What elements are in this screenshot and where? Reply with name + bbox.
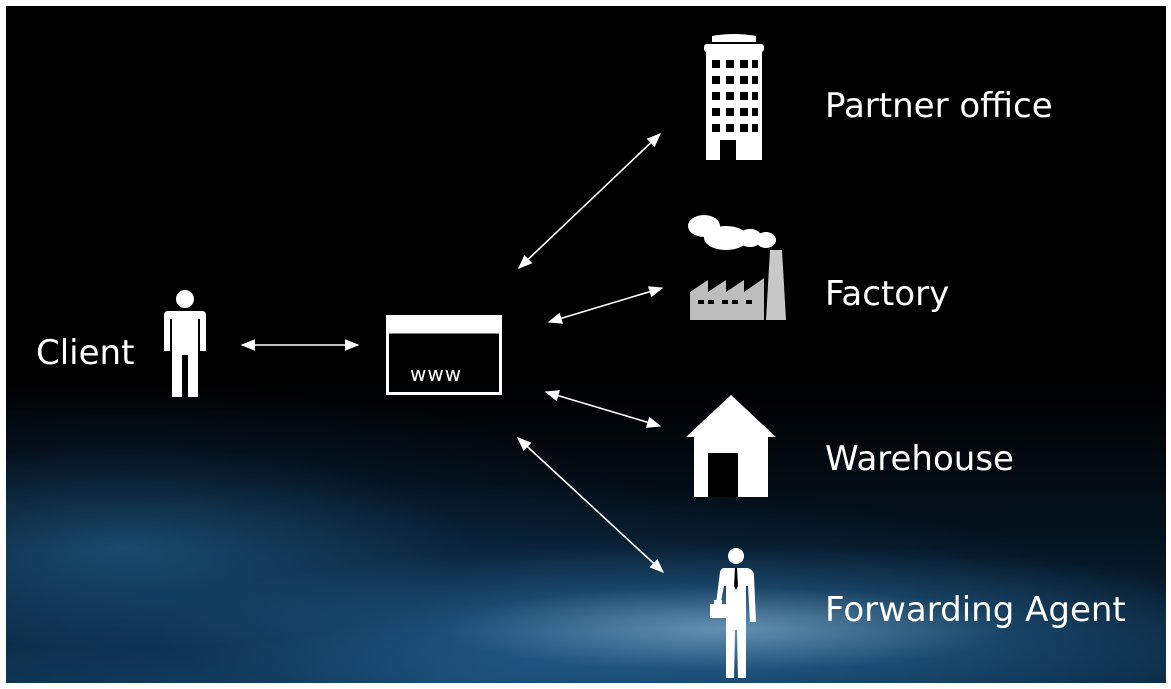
businessman-icon	[710, 548, 756, 678]
connection-arrows	[240, 133, 665, 573]
warehouse-label: Warehouse	[825, 439, 1014, 479]
office-building-icon	[704, 34, 764, 160]
arrow-website-forwarding-agent	[516, 437, 665, 573]
factory-icon	[688, 215, 786, 320]
website-label: www	[410, 362, 463, 386]
factory-label: Factory	[825, 274, 950, 314]
arrow-website-factory	[547, 286, 664, 324]
arrow-website-warehouse	[544, 390, 662, 428]
browser-window-icon	[386, 315, 502, 395]
arrow-website-partner-office	[517, 133, 662, 269]
partner-office-label: Partner office	[825, 86, 1053, 126]
house-icon	[686, 395, 776, 497]
forwarding-agent-label: Forwarding Agent	[825, 590, 1126, 630]
client-label: Client	[36, 333, 135, 373]
diagram-canvas: Client www Partner office	[6, 6, 1166, 683]
person-icon	[164, 290, 206, 397]
